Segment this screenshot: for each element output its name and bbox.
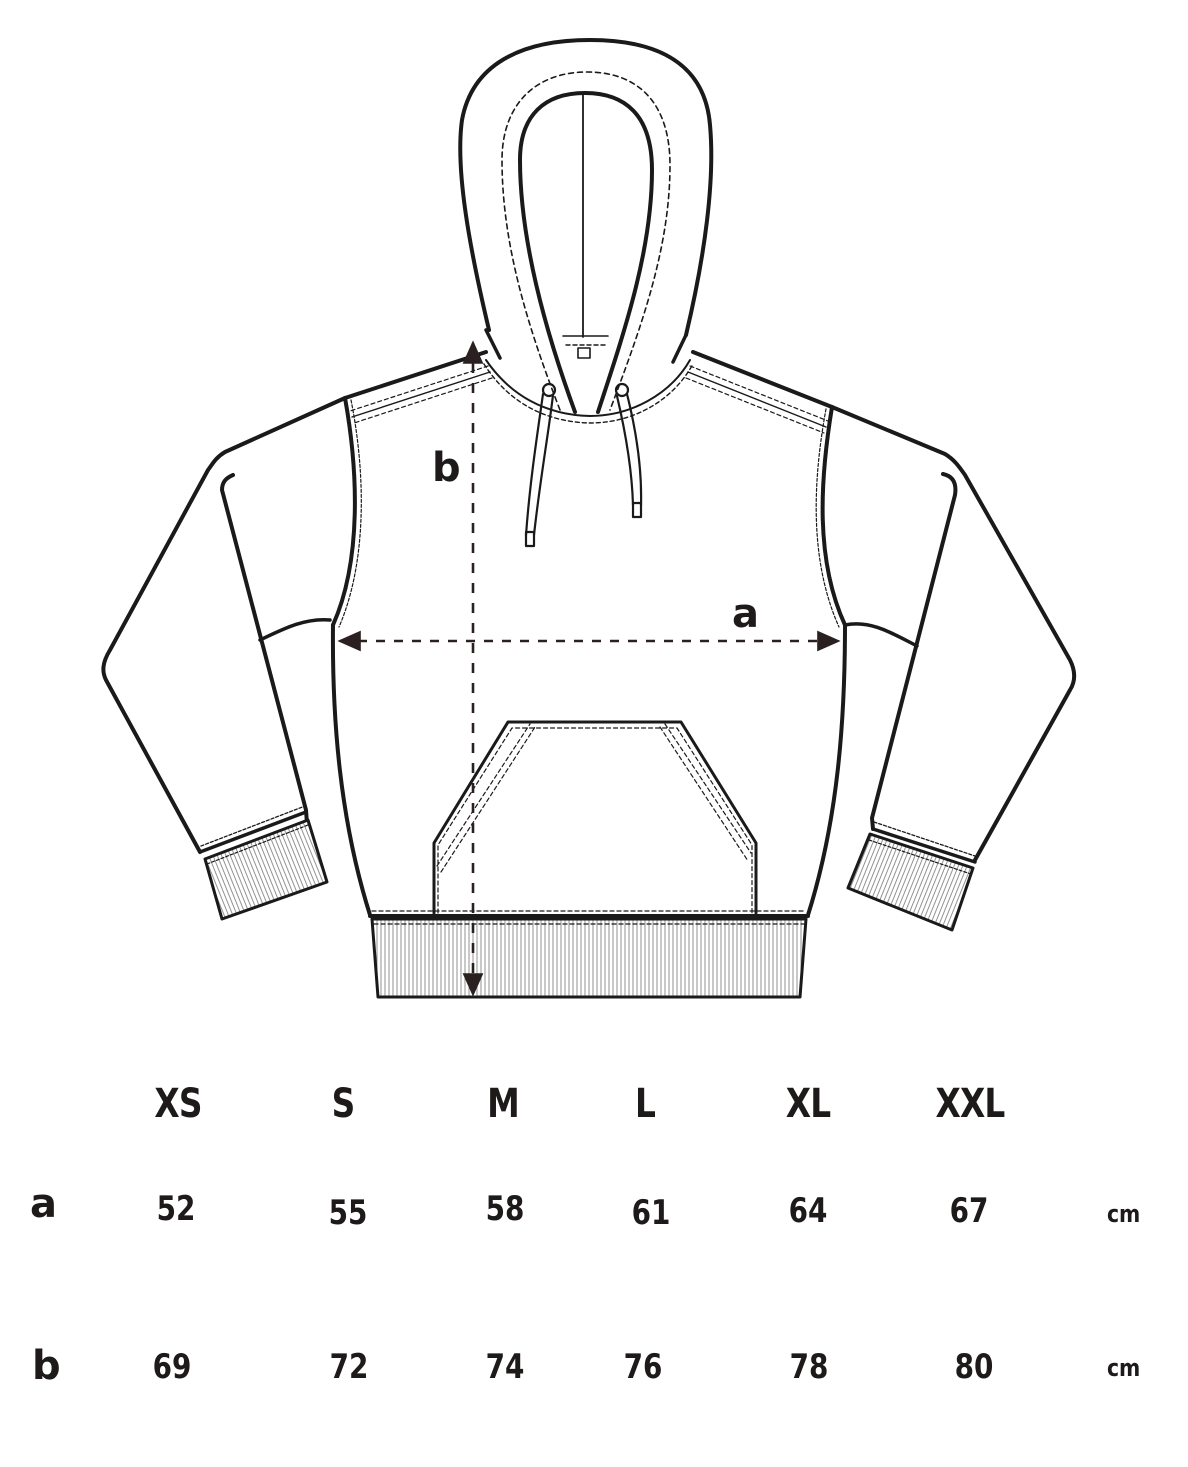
- value-a-xl: 64: [788, 1191, 828, 1231]
- unit-a: cm: [1106, 1200, 1141, 1228]
- size-xs-header: XS: [154, 1081, 202, 1127]
- size-xxl-header: XXL: [935, 1081, 1005, 1127]
- value-b-l: 76: [623, 1347, 663, 1387]
- value-b-m: 74: [485, 1347, 525, 1387]
- unit-b: cm: [1106, 1354, 1141, 1382]
- hoodie-technical-drawing: [101, 38, 1077, 999]
- measure-a-label: a: [732, 591, 759, 637]
- hem-ribbing: [370, 917, 808, 999]
- drawcords: [524, 382, 643, 548]
- right-sleeve: [830, 405, 1077, 932]
- value-b-xl: 78: [789, 1347, 829, 1387]
- value-a-xxl: 67: [949, 1191, 989, 1231]
- hood: [458, 38, 714, 414]
- left-sleeve: [101, 396, 347, 921]
- size-l-header: L: [634, 1081, 656, 1127]
- row-key-b: b: [32, 1343, 61, 1389]
- value-b-xxl: 80: [954, 1347, 994, 1387]
- kangaroo-pocket: [432, 720, 758, 915]
- value-a-m: 58: [485, 1189, 525, 1229]
- size-xl-header: XL: [785, 1081, 831, 1127]
- value-b-s: 72: [329, 1347, 369, 1387]
- value-a-xs: 52: [156, 1189, 196, 1229]
- value-a-s: 55: [328, 1193, 368, 1233]
- size-m-header: M: [487, 1081, 520, 1127]
- measure-b-label: b: [432, 445, 461, 491]
- value-b-xs: 69: [152, 1347, 192, 1387]
- row-key-a: a: [30, 1181, 57, 1227]
- size-s-header: S: [331, 1081, 356, 1127]
- neckline: [483, 359, 694, 424]
- body: [330, 350, 847, 918]
- value-a-l: 61: [631, 1193, 671, 1233]
